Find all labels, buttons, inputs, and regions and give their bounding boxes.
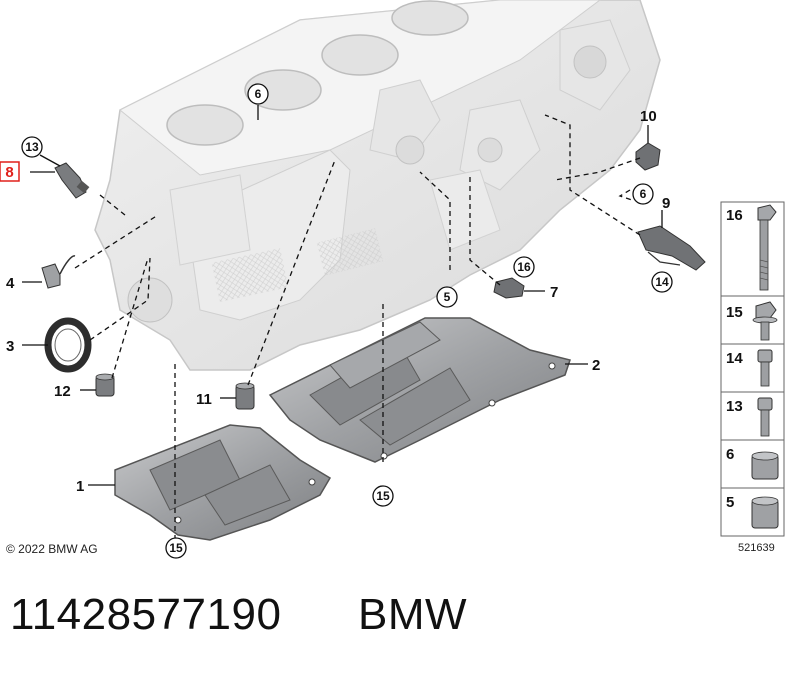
callout-14: 14 [651, 271, 673, 293]
svg-text:14: 14 [655, 275, 669, 289]
label-12: 12 [54, 383, 71, 400]
baffle-plate-1 [114, 424, 332, 541]
callout-15-middle: 15 [372, 485, 394, 507]
svg-text:6: 6 [640, 187, 647, 201]
svg-text:13: 13 [726, 398, 743, 415]
legend-row-6: 6 [726, 446, 779, 480]
callout-13: 13 [21, 136, 43, 158]
legend-row-15: 15 [726, 301, 778, 341]
sensor-part-7 [493, 277, 525, 299]
legend-row-13: 13 [726, 397, 773, 437]
sensor-part-8 [54, 162, 90, 199]
callout-5: 5 [436, 286, 458, 308]
legend-row-14: 14 [726, 349, 773, 387]
callout-6-right: 6 [632, 183, 654, 205]
leader-lines [22, 105, 663, 540]
dowel-sleeve-icon [751, 451, 779, 480]
callout-6-top: 6 [247, 83, 269, 105]
seal-ring-part-3 [44, 317, 92, 373]
svg-text:6: 6 [726, 446, 734, 463]
part-number-caption: 11428577190 [10, 590, 282, 639]
label-3: 3 [6, 338, 14, 355]
label-11: 11 [196, 391, 212, 408]
clip-part-10 [635, 142, 661, 171]
sensor-part-9 [637, 225, 706, 271]
svg-text:14: 14 [726, 350, 743, 367]
label-1: 1 [76, 478, 84, 495]
baffle-plate-2 [268, 317, 571, 463]
svg-text:15: 15 [726, 304, 743, 321]
brand-caption: BMW [358, 590, 468, 639]
legend-row-16: 16 [726, 204, 777, 291]
legend-row-5: 5 [726, 494, 779, 529]
sleeve-part-11 [235, 382, 255, 410]
svg-text:15: 15 [169, 541, 183, 555]
label-7: 7 [550, 284, 558, 301]
callout-15-bottom: 15 [165, 537, 187, 559]
figure-number: 521639 [738, 542, 775, 554]
dowel-sleeve-icon [751, 496, 779, 529]
svg-text:5: 5 [444, 290, 451, 304]
svg-text:6: 6 [255, 87, 262, 101]
engine-block [94, 0, 661, 371]
label-2: 2 [592, 357, 600, 374]
svg-text:15: 15 [376, 489, 390, 503]
callout-16: 16 [513, 256, 535, 278]
label-4: 4 [6, 275, 15, 292]
bracket-part-4 [41, 255, 76, 289]
long-hex-bolt-icon [757, 204, 777, 291]
svg-text:13: 13 [25, 140, 39, 154]
sleeve-part-12 [95, 373, 115, 397]
highlighted-label-8: 8 [0, 161, 20, 182]
svg-text:16: 16 [726, 207, 743, 224]
label-10: 10 [640, 108, 657, 125]
flange-bolt-icon [752, 301, 778, 341]
label-9: 9 [662, 195, 670, 212]
socket-head-screw-icon [757, 397, 773, 437]
svg-text:5: 5 [726, 494, 734, 511]
socket-head-screw-icon [757, 349, 773, 387]
svg-text:16: 16 [517, 260, 531, 274]
copyright-notice: © 2022 BMW AG [6, 542, 98, 556]
svg-text:8: 8 [5, 164, 13, 181]
fastener-legend: 16 15 14 13 [720, 201, 785, 537]
